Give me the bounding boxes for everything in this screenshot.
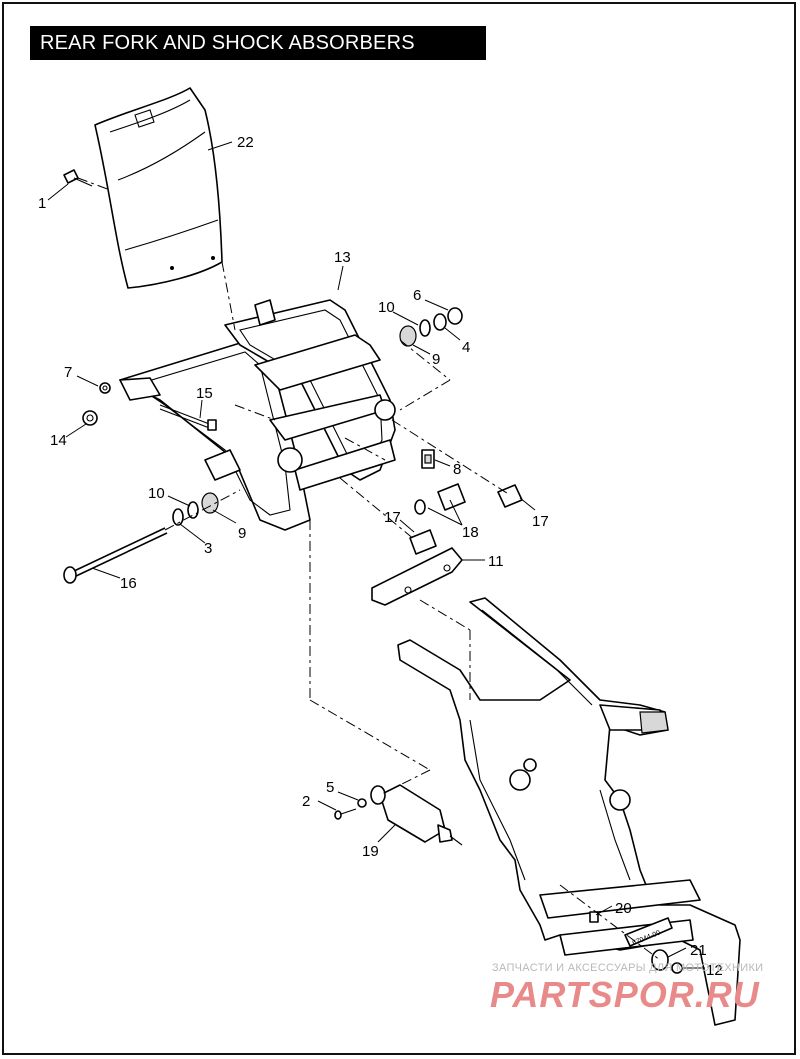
callout-20: 20 — [615, 900, 632, 917]
callout-14: 14 — [50, 432, 67, 449]
bushing-parts — [409, 483, 523, 555]
leader-lines — [47, 141, 705, 969]
callout-9-upper: 9 — [432, 351, 440, 368]
frame-part: 67044-00 — [397, 597, 741, 1026]
callout-19: 19 — [362, 843, 379, 860]
shock-absorber-part — [370, 784, 463, 846]
callout-11: 11 — [488, 553, 504, 570]
callout-16: 16 — [120, 575, 137, 592]
callout-15: 15 — [196, 385, 213, 402]
bolt-part-15 — [159, 404, 217, 431]
bolt-part-2 — [334, 808, 357, 820]
callout-3: 3 — [204, 540, 212, 557]
callout-8: 8 — [453, 461, 461, 478]
callout-9-lower: 9 — [238, 525, 246, 542]
watermark-brand: PARTSPOR.RU — [490, 975, 760, 1015]
callout-10-upper: 10 — [378, 299, 395, 316]
callout-10-lower: 10 — [148, 485, 165, 502]
callout-5: 5 — [326, 779, 334, 796]
page-title: REAR FORK AND SHOCK ABSORBERS — [30, 26, 486, 60]
callout-17-left: 17 — [384, 509, 401, 526]
callout-2: 2 — [302, 793, 310, 810]
callout-13: 13 — [334, 249, 351, 266]
nut-part-7 — [99, 382, 111, 394]
fender-cover-part — [94, 87, 223, 289]
callout-7: 7 — [64, 364, 72, 381]
bearing-stack-upper — [399, 307, 463, 347]
callout-12: 12 — [706, 962, 723, 979]
callout-4: 4 — [462, 339, 470, 356]
callout-6: 6 — [413, 287, 421, 304]
callout-1: 1 — [38, 195, 46, 212]
watermark-brand-logo: PARTSPOR.RU — [490, 975, 760, 1015]
callout-17-right: 17 — [532, 513, 549, 530]
bearing-stack-lower — [172, 492, 219, 526]
callout-18: 18 — [462, 524, 479, 541]
assembly-lines — [77, 177, 661, 961]
callout-labels: 1 22 13 6 10 4 9 7 15 14 8 10 17 9 3 18 … — [38, 134, 723, 979]
rear-fork-part — [119, 299, 396, 531]
bracket-part-11 — [371, 547, 463, 606]
nut-part-14 — [82, 410, 98, 426]
nut-part-12 — [671, 962, 683, 974]
washer-part-5 — [357, 798, 367, 808]
pivot-shaft-part-16 — [63, 527, 168, 584]
clip-part-8 — [421, 449, 435, 469]
washer-part-21 — [651, 949, 669, 971]
watermark-caption: ЗАПЧАСТИ И АКСЕССУАРЫ ДЛЯ МОТОТЕХНИКИ — [492, 962, 764, 974]
callout-22: 22 — [237, 134, 254, 151]
callout-21: 21 — [690, 942, 707, 959]
